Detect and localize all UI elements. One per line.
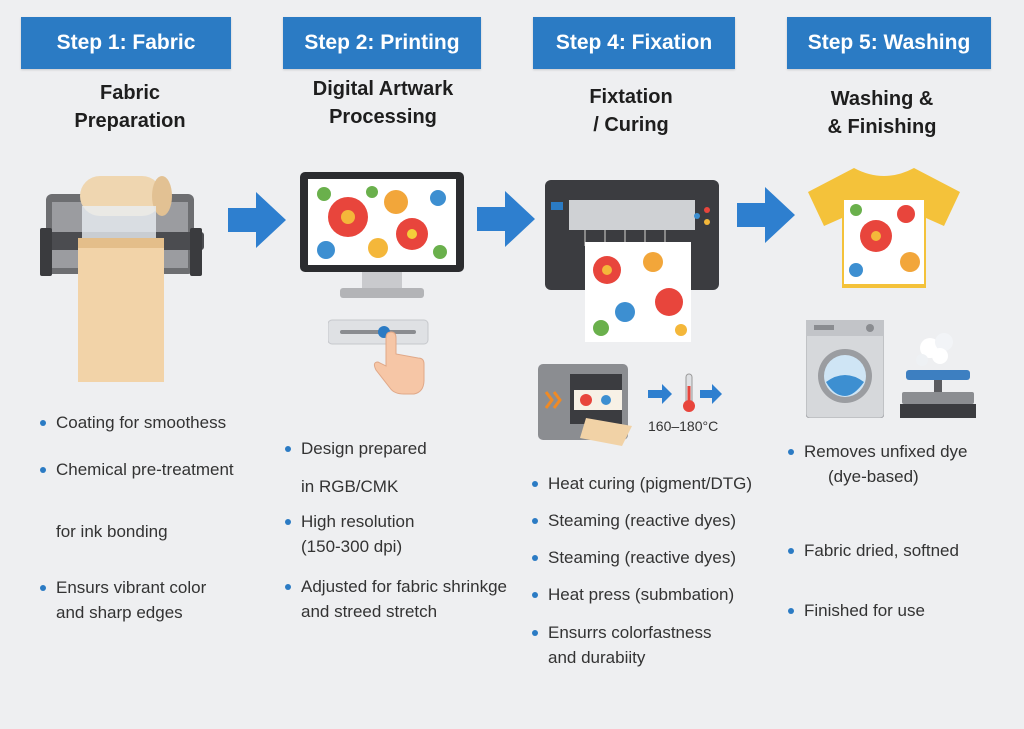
col2-bullet-2-line-2: (150-300 dpi) (301, 537, 403, 556)
col2-bullet-1-line-2: in RGB/CMK (301, 477, 399, 496)
col3-bullet-5: Ensurrs colorfastness and durabiity (531, 620, 712, 670)
col1-bullet-3-line-1: Ensurs vibrant color (56, 578, 207, 597)
slider-hand-illustration (328, 319, 429, 395)
col3-bullet-2: Steaming (reactive dyes) (531, 508, 736, 533)
step-4-header: Step 4: Fixation (533, 17, 735, 69)
col3-bullet-5-line-2: and durabiity (548, 648, 646, 667)
col1-bullet-3-line-2: and sharp edges (56, 603, 183, 622)
col3-bullet-5-line-1: Ensurrs colorfastness (548, 623, 712, 642)
col2-bullet-1-line-1: Design prepared (301, 439, 427, 458)
arrow-1-icon (228, 192, 286, 248)
step-5-header-text: Step 5: Washing (807, 31, 971, 54)
col1-bullet-1: Coating for smoothess (39, 410, 226, 435)
step-4-title-line-1: Fixtation (589, 86, 673, 108)
col2-bullet-1: Design prepared in RGB/CMK (285, 436, 427, 499)
col2-bullet-3-line-1: Adjusted for fabric shrinkge (301, 577, 507, 596)
col1-bullet-2: Chemical pre-treatment (40, 457, 234, 482)
step-4-title: Fixtation / Curing (531, 83, 731, 139)
step-1-header: Step 1: Fabric (21, 17, 231, 69)
col2-bullet-3-line-2: and streed stretch (301, 602, 438, 621)
step-2-title: Digital Artwark Processing (283, 75, 483, 131)
step-1-title: Fabric Preparation (30, 79, 230, 135)
col1-bullet-3: Ensurs vibrant color and sharp edges (39, 575, 207, 625)
step-2-title-line-1: Digital Artwark (312, 78, 454, 100)
step-4-header-text: Step 4: Fixation (555, 31, 713, 54)
step-1-title-line-1: Fabric (99, 82, 161, 104)
fabric-roller-illustration (40, 176, 204, 382)
tshirt-illustration (808, 168, 960, 288)
col3-bullet-3: Steaming (reactive dyes) (531, 545, 736, 570)
col4-bullet-1-line-1: Removes unfixed dye (804, 442, 968, 461)
step-2-header-text: Step 2: Printing (304, 31, 460, 54)
washing-machine-illustration (806, 320, 884, 418)
steam-press-illustration (900, 333, 976, 418)
col4-bullet-1-line-2: (dye-based) (828, 467, 919, 486)
step-2-title-line-2: Processing (329, 106, 437, 128)
step-1-title-line-2: Preparation (74, 110, 186, 132)
col4-bullet-1: Removes unfixed dye (dye-based) (787, 439, 968, 489)
step-2-header: Step 2: Printing (283, 17, 481, 69)
temperature-icon (648, 373, 722, 412)
heat-oven-illustration (538, 364, 632, 446)
col2-bullet-3: Adjusted for fabric shrinkge and streed … (285, 574, 507, 624)
col3-bullet-4: Heat press (submbation) (531, 582, 734, 607)
col4-bullet-2: Fabric dried, softned (788, 538, 959, 563)
col1-bullet-2-cont: for ink bonding (56, 522, 168, 541)
col4-bullet-3: Finished for use (788, 598, 925, 623)
col2-bullet-2-line-1: High resolution (301, 512, 415, 531)
col2-bullet-2: High resolution (150-300 dpi) (284, 509, 415, 559)
printer-illustration (545, 180, 719, 342)
step-1-header-text: Step 1: Fabric (56, 31, 196, 54)
arrow-3-icon (737, 187, 795, 243)
step-5-title: Washing & & Finishing (782, 85, 982, 141)
step-5-title-line-1: Washing & (830, 88, 934, 110)
arrow-2-icon (477, 191, 535, 247)
temperature-label: 160–180°C (648, 418, 719, 434)
col3-bullet-1: Heat curing (pigment/DTG) (531, 471, 752, 496)
step-5-header: Step 5: Washing (787, 17, 991, 69)
monitor-illustration (300, 172, 464, 298)
step-4-title-line-2: / Curing (593, 114, 669, 136)
step-5-title-line-2: & Finishing (827, 116, 937, 138)
